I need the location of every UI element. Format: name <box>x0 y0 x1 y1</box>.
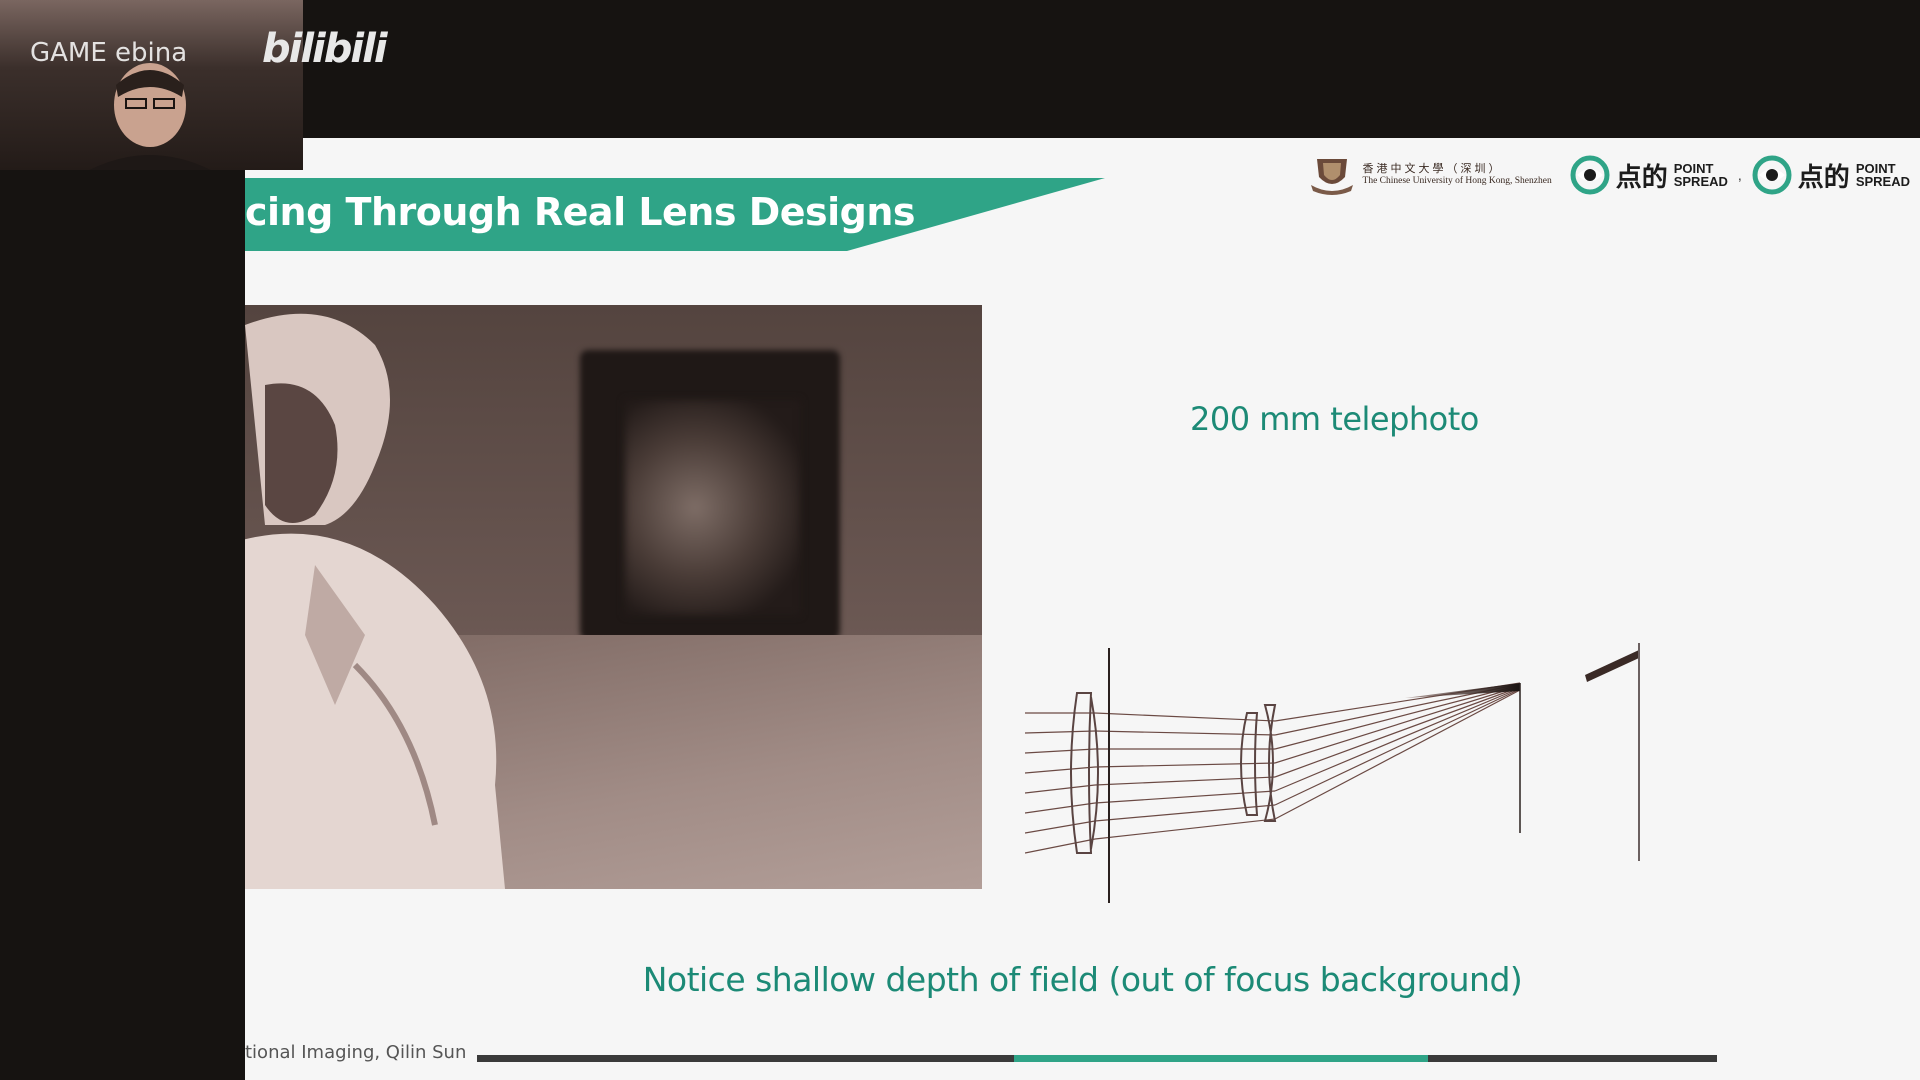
rendered-photo <box>245 305 982 889</box>
top-letterbox <box>0 0 1920 138</box>
left-letterbox <box>0 138 245 1080</box>
pointspread-name-en-2b: SPREAD <box>1855 174 1910 189</box>
pointspread-eye-icon <box>1752 155 1792 195</box>
slide-caption: Notice shallow depth of field (out of fo… <box>642 960 1523 999</box>
pointspread-name-en-1: POINT <box>1673 161 1714 176</box>
footer-author: tional Imaging, Qilin Sun <box>245 1042 467 1063</box>
pointspread-logo-2: 点的 POINT SPREAD <box>1752 155 1910 195</box>
presentation-slide: cing Through Real Lens Designs 香港中文大學（深圳… <box>245 138 1920 1080</box>
figurine <box>245 313 505 889</box>
pointspread-name-cn-2: 点的 <box>1797 162 1850 193</box>
stream-watermark: GAME ebina <box>30 38 188 68</box>
pointspread-name-en-2: SPREAD <box>1673 174 1728 189</box>
pointspread-eye-icon <box>1570 155 1610 195</box>
pointspread-name-en-1b: POINT <box>1855 161 1896 176</box>
slide-progress-bar <box>477 1055 1717 1062</box>
cuhk-name-cn: 香港中文大學（深圳） <box>1362 162 1503 176</box>
logo-separator: , <box>1737 167 1742 183</box>
lens-diagram <box>1025 643 1640 903</box>
cuhk-name-en: The Chinese University of Hong Kong, She… <box>1362 175 1552 186</box>
slide-title: cing Through Real Lens Designs <box>245 190 916 234</box>
pointspread-logo: 点的 POINT SPREAD <box>1570 155 1728 195</box>
pointspread-name-cn: 点的 <box>1615 162 1668 193</box>
cuhk-logo: 香港中文大學（深圳） The Chinese University of Hon… <box>1309 155 1552 195</box>
presenter-video <box>89 63 211 170</box>
webcam-overlay: GAME ebina <box>0 0 303 170</box>
background-painting <box>625 400 800 615</box>
logo-bar: 香港中文大學（深圳） The Chinese University of Hon… <box>1309 150 1910 200</box>
bilibili-logo-icon: bilibili <box>262 26 388 72</box>
slide-progress-fill <box>1014 1055 1428 1062</box>
cuhk-crest-icon <box>1310 159 1353 195</box>
lens-label: 200 mm telephoto <box>1190 400 1479 438</box>
